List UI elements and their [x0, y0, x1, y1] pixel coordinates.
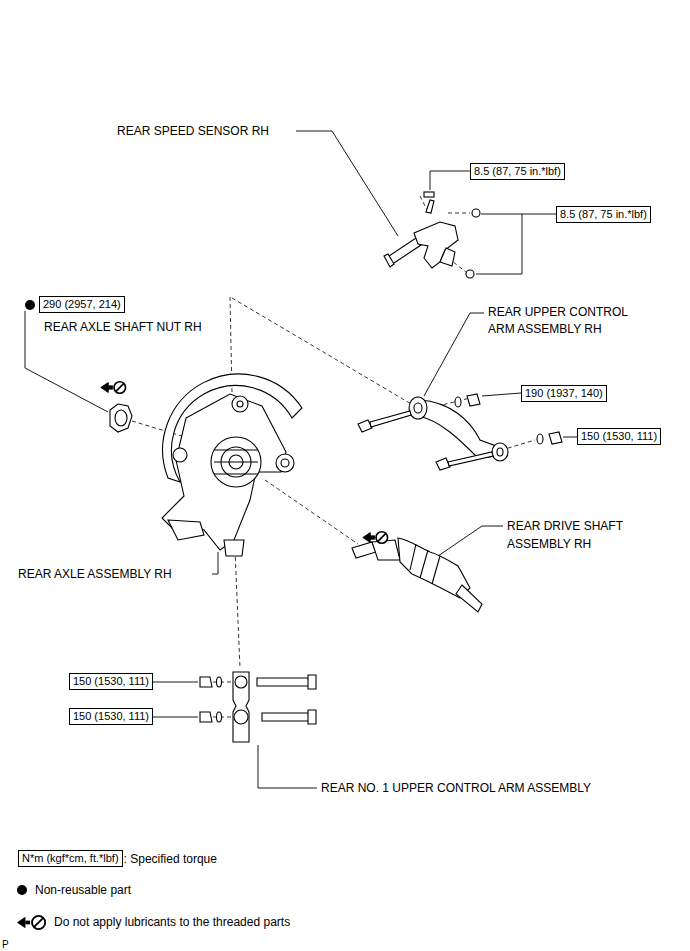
- legend-text: Non-reusable part: [35, 883, 131, 897]
- part-name: REAR NO. 1 UPPER CONTROL ARM ASSEMBLY: [321, 781, 591, 795]
- no1-upper-control-arm: [200, 672, 316, 742]
- non-reusable-dot: [25, 300, 35, 310]
- upper-control-arm: [358, 394, 562, 470]
- part-name: REAR DRIVE SHAFT ASSEMBLY RH: [507, 517, 642, 553]
- torque-value: N*m (kgf*cm, ft.*lbf): [22, 852, 119, 865]
- torque-box: 150 (1530, 111): [69, 673, 153, 690]
- torque-box: 8.5 (87, 75 in.*lbf): [556, 206, 651, 223]
- rear-axle-assembly: [162, 374, 302, 556]
- part-name: REAR SPEED SENSOR RH: [117, 124, 269, 138]
- torque-value: 150 (1530, 111): [581, 430, 657, 443]
- part-name: REAR AXLE SHAFT NUT RH: [44, 320, 202, 334]
- part-name: REAR UPPER CONTROL ARM ASSEMBLY RH: [488, 304, 638, 338]
- legend-dot-symbol: [17, 885, 27, 895]
- leader-line: [25, 131, 577, 788]
- torque-value: 190 (1937, 140): [525, 387, 603, 400]
- page-mark: P: [2, 938, 9, 951]
- torque-value: 150 (1530, 111): [73, 710, 149, 723]
- dashed-guide: [132, 196, 535, 717]
- legend-text: Do not apply lubricants to the threaded …: [54, 915, 290, 929]
- torque-box: 190 (1937, 140): [521, 385, 607, 402]
- torque-value: 8.5 (87, 75 in.*lbf): [560, 208, 647, 221]
- part-name: REAR AXLE ASSEMBLY RH: [18, 567, 172, 581]
- legend-text: : Specified torque: [124, 852, 217, 866]
- torque-box: 150 (1530, 111): [577, 428, 661, 445]
- torque-box: 290 (2957, 214): [39, 296, 125, 313]
- legend-no-lube-symbol: [17, 916, 45, 929]
- rear-speed-sensor: [384, 192, 480, 278]
- torque-value: 8.5 (87, 75 in.*lbf): [474, 165, 561, 178]
- torque-box: 8.5 (87, 75 in.*lbf): [470, 163, 565, 180]
- axle-shaft-nut: [101, 382, 132, 432]
- torque-box: N*m (kgf*cm, ft.*lbf): [18, 850, 123, 867]
- torque-box: 150 (1530, 111): [69, 708, 153, 725]
- torque-value: 150 (1530, 111): [73, 675, 149, 688]
- torque-value: 290 (2957, 214): [43, 298, 121, 311]
- rear-drive-shaft: [352, 532, 482, 612]
